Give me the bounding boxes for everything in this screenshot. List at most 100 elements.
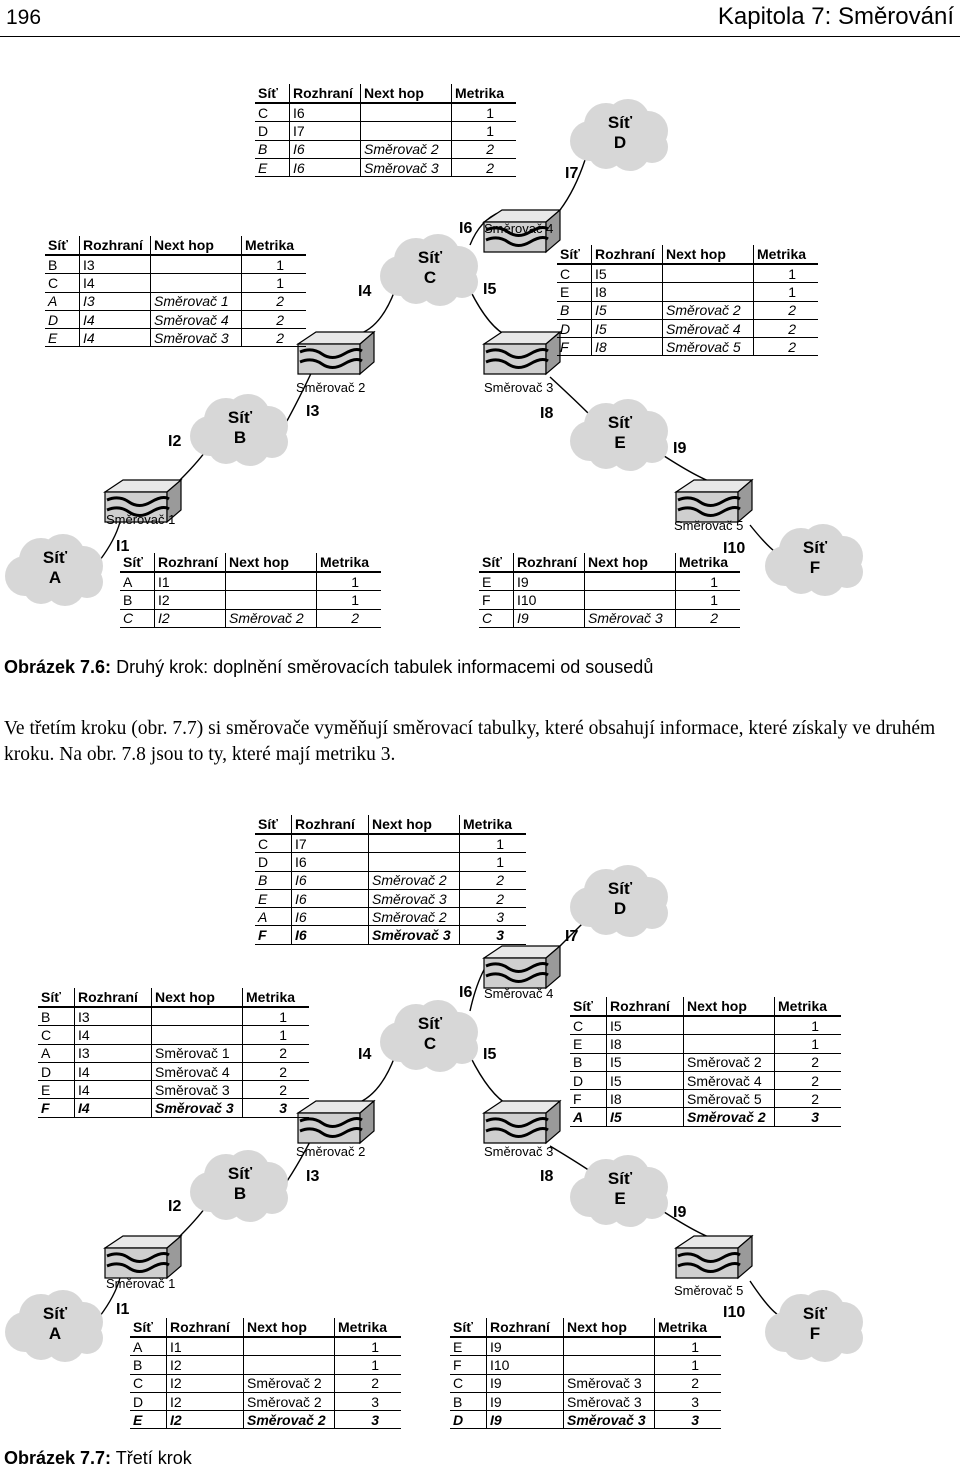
column-header: Síť — [450, 1318, 487, 1338]
table-cell — [151, 1007, 243, 1027]
table-cell: F — [479, 590, 514, 610]
table-cell: 2 — [241, 310, 306, 330]
table-cell: 2 — [774, 1089, 841, 1109]
table-cell: E — [130, 1410, 167, 1430]
table-cell — [368, 834, 460, 854]
table-cell: C — [45, 273, 80, 293]
router-label: Směrovač 1 — [106, 512, 176, 527]
table-cell: I7 — [289, 121, 361, 141]
table-cell: 3 — [334, 1410, 401, 1430]
interface-label: I8 — [540, 405, 554, 422]
table-cell: 2 — [242, 1062, 309, 1082]
interface-label: I1 — [116, 1301, 130, 1318]
table-cell: 2 — [334, 1374, 401, 1393]
table-cell: 1 — [451, 103, 516, 123]
table-cell: Směrovač 3 — [563, 1392, 655, 1412]
body-paragraph: Ve třetím kroku (obr. 7.7) si směrovače … — [4, 716, 959, 768]
column-header: Síť — [557, 245, 592, 265]
column-header: Next hop — [662, 245, 754, 265]
table-cell: I4 — [74, 1098, 152, 1118]
table-cell: I4 — [79, 328, 151, 348]
table-cell: I6 — [289, 158, 361, 178]
table-cell: F — [255, 925, 292, 945]
table-cell — [563, 1355, 655, 1375]
table-cell: I8 — [606, 1089, 684, 1109]
table-cell: Směrovač 2 — [662, 301, 754, 320]
table-cell: I4 — [79, 310, 151, 330]
table-cell: D — [38, 1062, 75, 1082]
column-header: Next hop — [243, 1318, 335, 1338]
table-cell: A — [38, 1044, 75, 1063]
column-header: Rozhraní — [154, 553, 226, 573]
table-cell: Směrovač 3 — [151, 1080, 243, 1100]
interface-label: I6 — [459, 984, 473, 1001]
table-cell: Směrovač 2 — [368, 907, 460, 927]
caption-label: Obrázek 7.7: — [4, 1448, 112, 1468]
table-cell: D — [130, 1392, 167, 1412]
interface-label: I6 — [459, 220, 473, 237]
column-header: Rozhraní — [166, 1318, 244, 1338]
table-cell: I9 — [486, 1392, 564, 1412]
table-cell: A — [570, 1107, 607, 1127]
table-cell: E — [45, 328, 80, 348]
table-cell: 1 — [241, 255, 306, 275]
table-cell: I8 — [606, 1034, 684, 1054]
link-line — [559, 159, 586, 211]
table-cell: I5 — [606, 1053, 684, 1072]
column-header: Next hop — [683, 997, 775, 1017]
table-cell: B — [130, 1355, 167, 1375]
cloud-icon — [5, 1290, 103, 1362]
table-cell: Směrovač 2 — [243, 1410, 335, 1430]
interface-label: I1 — [116, 538, 130, 555]
column-header: Síť — [255, 84, 290, 104]
table-cell: Směrovač 3 — [150, 328, 242, 348]
table-cell: 1 — [334, 1337, 401, 1357]
table-cell: I6 — [291, 907, 369, 927]
table-cell: I8 — [591, 282, 663, 302]
column-header: Metrika — [316, 553, 381, 573]
table-cell: I4 — [74, 1025, 152, 1045]
table-cell: Směrovač 2 — [243, 1374, 335, 1393]
table-cell: I5 — [606, 1016, 684, 1036]
router-icon — [482, 944, 562, 990]
column-header: Next hop — [563, 1318, 655, 1338]
table-cell: I2 — [154, 609, 226, 628]
column-header: Rozhraní — [74, 988, 152, 1008]
table-cell: 3 — [242, 1098, 309, 1118]
table-cell: Směrovač 3 — [584, 609, 676, 628]
interface-label: I7 — [565, 165, 579, 182]
table-cell: Směrovač 3 — [563, 1374, 655, 1393]
table-cell: I7 — [291, 834, 369, 854]
cloud-icon — [765, 524, 863, 596]
table-cell: I5 — [591, 301, 663, 320]
table-cell: C — [479, 609, 514, 628]
column-header: Síť — [479, 553, 514, 573]
table-cell: I3 — [74, 1044, 152, 1063]
interface-label: I2 — [168, 1198, 182, 1215]
column-header: Next hop — [368, 815, 460, 835]
